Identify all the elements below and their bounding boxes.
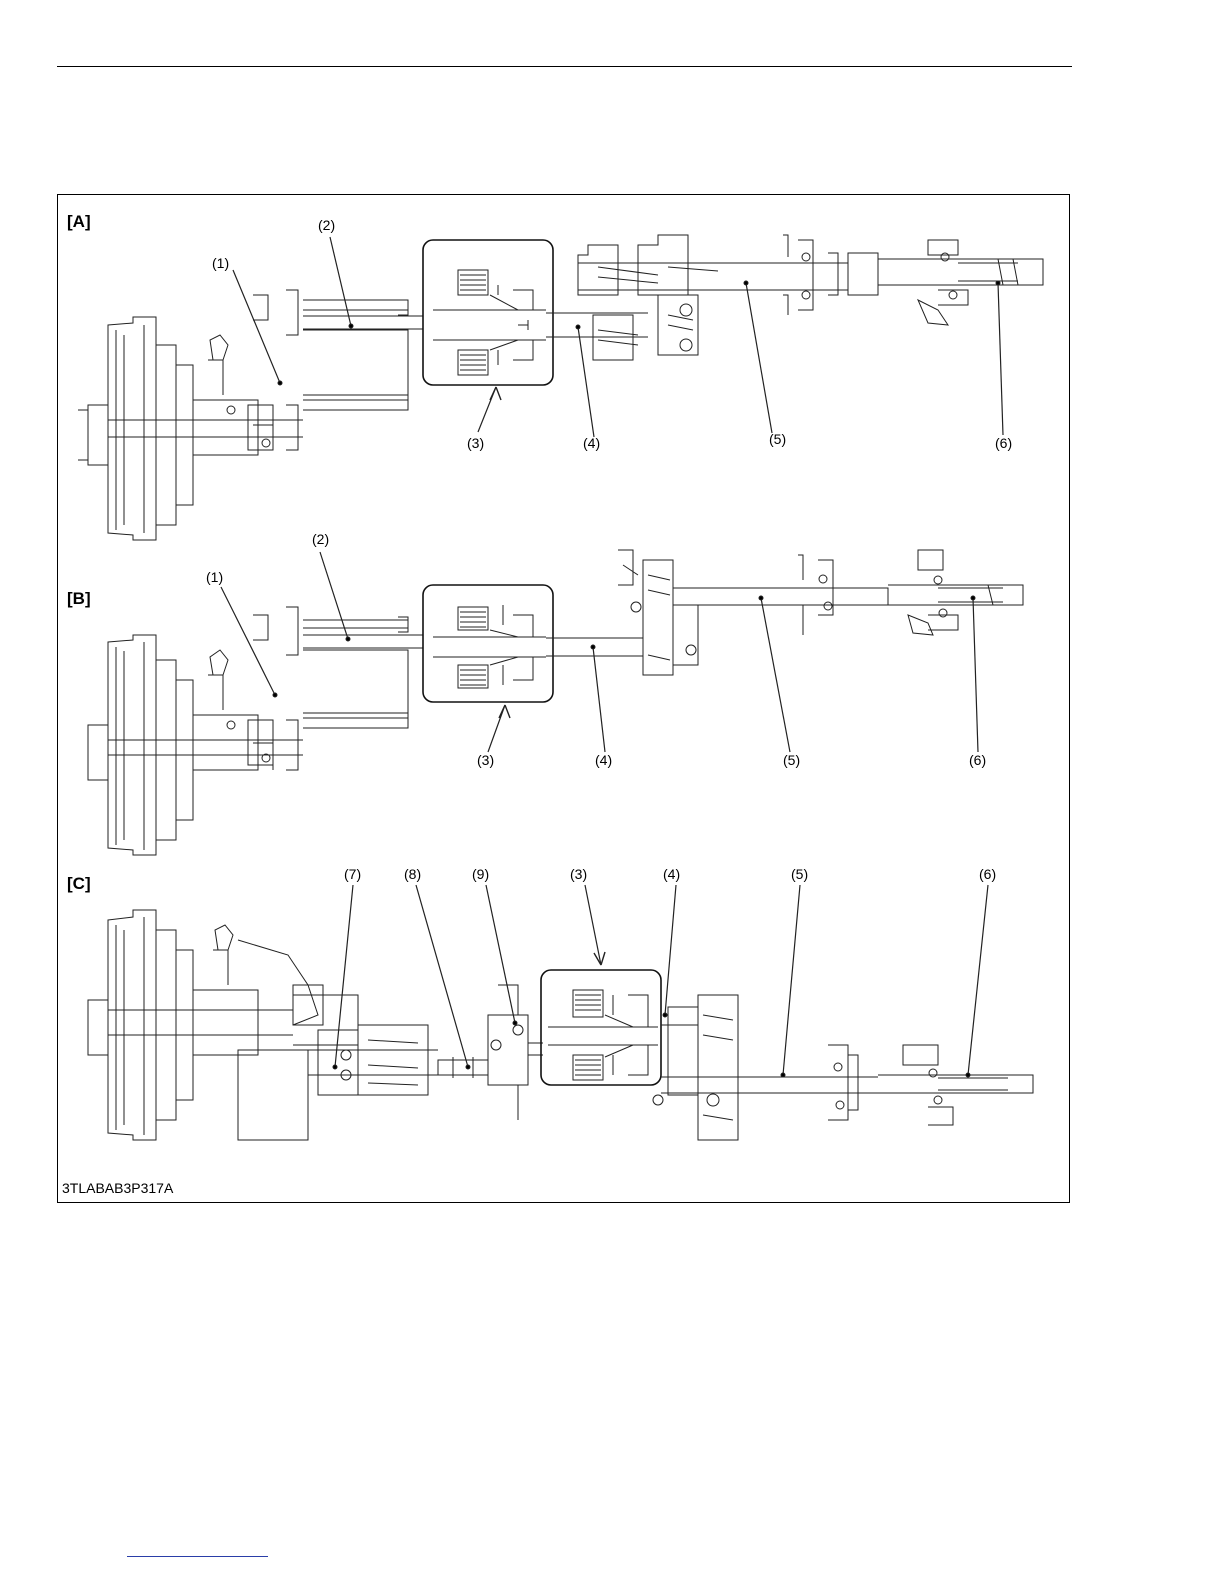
panel-b-callout-1: (1) (206, 569, 223, 585)
figure-frame: [A] [B] [C] (1) (2) (3) (4) (5) (6) (1) … (57, 194, 1070, 1203)
panel-c-callout-9: (9) (472, 866, 489, 882)
panel-a-callout-2: (2) (318, 217, 335, 233)
panel-c-tag: [C] (67, 874, 91, 894)
panel-c-callout-4: (4) (663, 866, 680, 882)
transmission-cross-section-drawing (58, 195, 1071, 1204)
panel-b-tag: [B] (67, 589, 91, 609)
panel-b-callout-3: (3) (477, 752, 494, 768)
panel-b-callout-4: (4) (595, 752, 612, 768)
panel-b-drawing (88, 550, 1023, 855)
panel-b-callout-5: (5) (783, 752, 800, 768)
panel-c-callout-6: (6) (979, 866, 996, 882)
panel-a-callout-6: (6) (995, 435, 1012, 451)
panel-c-drawing (88, 885, 1033, 1140)
panel-a-tag: [A] (67, 212, 91, 232)
panel-c-callout-8: (8) (404, 866, 421, 882)
panel-a-drawing (78, 235, 1043, 540)
panel-b-callout-2: (2) (312, 531, 329, 547)
panel-a-callout-4: (4) (583, 435, 600, 451)
panel-b-callout-6: (6) (969, 752, 986, 768)
panel-c-callout-5: (5) (791, 866, 808, 882)
panel-c-callout-7: (7) (344, 866, 361, 882)
panel-a-callout-5: (5) (769, 431, 786, 447)
panel-c-callout-3: (3) (570, 866, 587, 882)
figure-code: 3TLABAB3P317A (62, 1180, 173, 1196)
footer-link-underline (127, 1556, 268, 1557)
header-rule (57, 66, 1072, 67)
panel-a-callout-3: (3) (467, 435, 484, 451)
panel-a-callout-1: (1) (212, 255, 229, 271)
